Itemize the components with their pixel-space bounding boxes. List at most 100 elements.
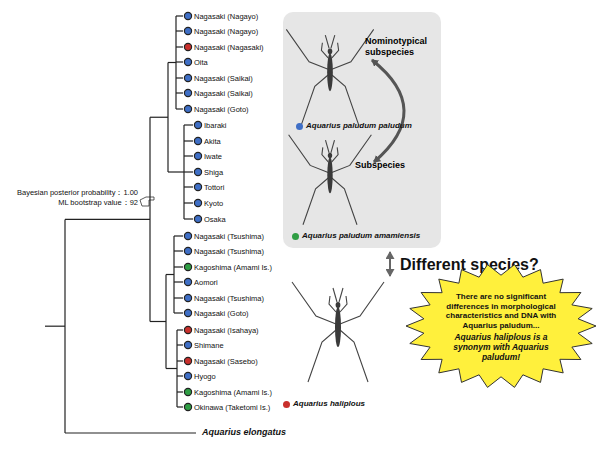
branch [176,46,183,47]
species-name: Aquarius paludum amamiensis [302,231,420,240]
taxon-label: Nagasaki (Saikai) [194,74,253,83]
taxon-label: Nagasaki (Tsushima) [194,232,264,241]
phylogeny [45,12,202,433]
support-value: Bayesian posterior probability：1.00 [17,188,138,198]
leg [340,296,347,312]
burst-outline [406,265,596,388]
water-strider [292,282,384,382]
leg [332,43,339,58]
taxon-label: Akita [204,137,221,146]
taxon-label: Nagasaki (Nagayo) [194,12,258,21]
leg [322,147,328,161]
branch [150,321,166,322]
branch [177,344,183,345]
leg [325,35,329,48]
specimen-dot [194,183,201,190]
leg [321,43,328,58]
subspecies-panel: Nominotypical subspeciesSubspecies [283,12,441,248]
specimen-dot [194,215,201,222]
branch [150,117,168,118]
specimen-dot [184,105,191,112]
head [336,302,341,308]
specimen-dot [184,403,191,410]
branch [176,61,183,62]
branch [184,202,193,203]
taxon-label: Nagasaki (Tsushima) [194,247,264,256]
specimen-dot [184,43,191,50]
branch [174,235,183,236]
leg [332,75,359,124]
branch [177,391,183,392]
body [327,157,332,193]
branch [177,375,183,376]
specimen-dot [194,199,201,206]
specimen-dot [194,152,201,159]
body [335,307,341,347]
taxon-label: Nagasaki (Tsushima) [194,294,264,303]
specimen-dot [184,263,191,270]
branch [168,62,176,63]
branch [65,432,196,433]
branch [168,171,184,172]
leg [332,178,357,225]
leg [332,147,338,161]
specimen-dot [194,121,201,128]
taxon-label: Nagasaki (Isahaya) [194,326,259,335]
taxon-label: Shiga [204,168,223,177]
taxon-label: Iwate [204,152,222,161]
head [328,153,332,158]
taxon-label: Kyoto [204,199,223,208]
taxon-label: Nagasaki (Nagayo) [194,27,258,36]
leg [292,282,336,324]
taxon-label: Osaka [204,215,226,224]
branch [174,266,183,267]
taxon-label: Tottori [204,183,224,192]
water-striders [286,29,384,382]
branch [184,155,193,156]
specimen-dot [184,58,191,65]
leg [302,75,329,124]
leg [289,135,329,173]
specimen-dot [184,74,191,81]
taxon-label: Nagasaki (Goto) [194,105,249,114]
branch [65,219,150,220]
branch [177,360,183,361]
legend-swatch [292,233,299,240]
branch [174,250,183,251]
taxon-label: Nagasaki (Sasebo) [194,357,258,366]
branch [176,77,183,78]
branch [176,15,183,16]
panel-ground [283,12,441,248]
leg [333,288,337,302]
leg [286,29,328,69]
specimen-dot [184,89,191,96]
branch [176,108,183,109]
legend-swatch [296,123,303,130]
head [328,48,333,54]
burst-text: Aquarius haliplous is a synonym with Aqu… [438,332,564,362]
branch [184,171,193,172]
taxon-label: Nagasaki (Goto) [194,309,249,318]
taxon-label: Shimane [194,341,224,350]
branch [166,368,177,369]
hand-pointer [140,197,154,206]
branch [166,274,174,275]
leg [326,140,330,153]
curved-arrow [372,60,404,162]
leg [331,140,335,153]
leg [340,282,384,324]
specimen-dot [184,294,191,301]
panel-text: Nominotypical subspecies [365,36,437,58]
specimen-dot [184,309,191,316]
leg [331,35,335,48]
branch [184,140,193,141]
branch [184,124,193,125]
specimen-dot [184,27,191,34]
specimen-dot [184,388,191,395]
branch [174,312,183,313]
burst-text: There are no significant differences in … [438,292,564,330]
leg [340,330,368,382]
specimen-dot [194,137,201,144]
panel-text: Subspecies [355,160,405,170]
branch [184,218,193,219]
